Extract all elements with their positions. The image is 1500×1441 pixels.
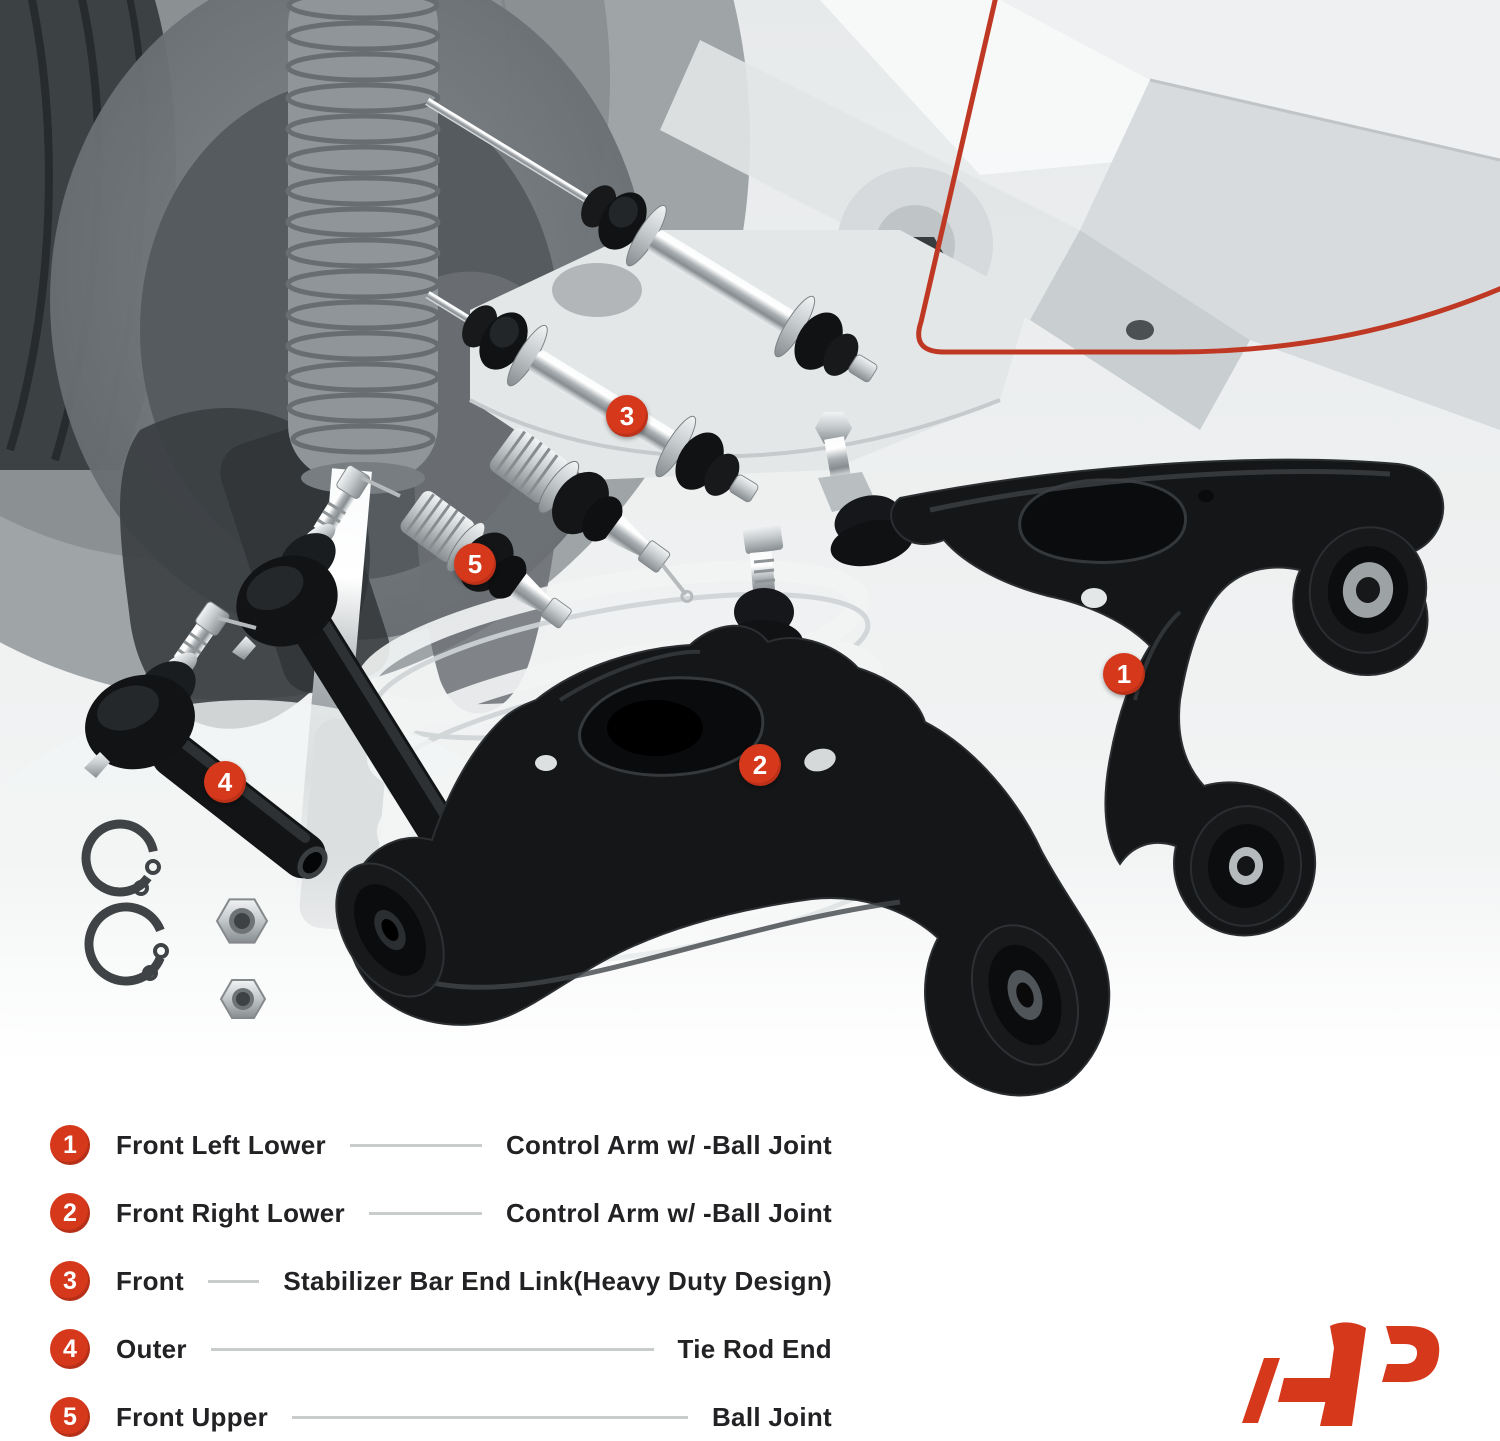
tie-rod-end-upper (232, 465, 466, 861)
legend-row-1: 1 Front Left Lower Control Arm w/ -Ball … (50, 1124, 832, 1166)
legend-badge-1: 1 (50, 1125, 90, 1165)
legend-connector-line (292, 1415, 688, 1419)
legend-part-label: Tie Rod End (677, 1333, 832, 1364)
legend-part-label: Stabilizer Bar End Link(Heavy Duty Desig… (283, 1265, 832, 1296)
tie-rod-end-outer (84, 601, 328, 879)
callout-4: 4 (204, 761, 246, 803)
legend-connector-line (210, 1347, 654, 1351)
legend-row-3: 3 Front Stabilizer Bar End Link(Heavy Du… (50, 1260, 832, 1302)
bushing (335, 862, 445, 998)
ball-joint-upper (489, 428, 694, 603)
legend-row-2: 2 Front Right Lower Control Arm w/ -Ball… (50, 1192, 832, 1234)
bushing (970, 924, 1080, 1066)
decorative-red-arc (916, 0, 1500, 355)
callout-5: 5 (454, 543, 496, 585)
legend-badge-4: 4 (50, 1329, 90, 1369)
legend-position-label: Front Right Lower (116, 1197, 345, 1228)
legend-row-5: 5 Front Upper Ball Joint (50, 1396, 832, 1438)
legend-position-label: Outer (116, 1333, 187, 1364)
legend-position-label: Front Upper (116, 1401, 269, 1432)
legend-connector-line (368, 1211, 482, 1215)
legend-badge-2: 2 (50, 1193, 90, 1233)
bushing (1308, 526, 1428, 654)
legend-badge-3: 3 (50, 1261, 90, 1301)
legend-connector-line (349, 1143, 482, 1147)
legend-badge-5: 5 (50, 1397, 90, 1437)
frame-rails (660, 0, 1500, 430)
legend-position-label: Front (116, 1265, 184, 1296)
legend-position-label: Front Left Lower (116, 1129, 326, 1160)
snap-ring (84, 902, 169, 986)
hex-nut (215, 898, 269, 944)
control-arm-front-left-lower (815, 412, 1445, 937)
legend-part-label: Control Arm w/ -Ball Joint (505, 1129, 832, 1160)
legend-connector-line (207, 1279, 260, 1283)
callout-2: 2 (739, 744, 781, 786)
hex-nut (219, 979, 267, 1019)
control-arm-front-right-lower (335, 523, 1111, 1097)
parts-legend: 1 Front Left Lower Control Arm w/ -Ball … (50, 1124, 832, 1441)
brand-logo-icon (1242, 1322, 1440, 1426)
legend-part-label: Ball Joint (711, 1401, 832, 1432)
callout-1: 1 (1103, 653, 1145, 695)
legend-row-4: 4 Outer Tie Rod End (50, 1328, 832, 1370)
snap-ring (81, 819, 161, 897)
ball-joint-stud (815, 412, 914, 567)
stabilizer-bar-end-link-upper (425, 97, 878, 383)
callout-3: 3 (606, 395, 648, 437)
legend-part-label: Control Arm w/ -Ball Joint (505, 1197, 832, 1228)
bushing (1189, 805, 1303, 927)
